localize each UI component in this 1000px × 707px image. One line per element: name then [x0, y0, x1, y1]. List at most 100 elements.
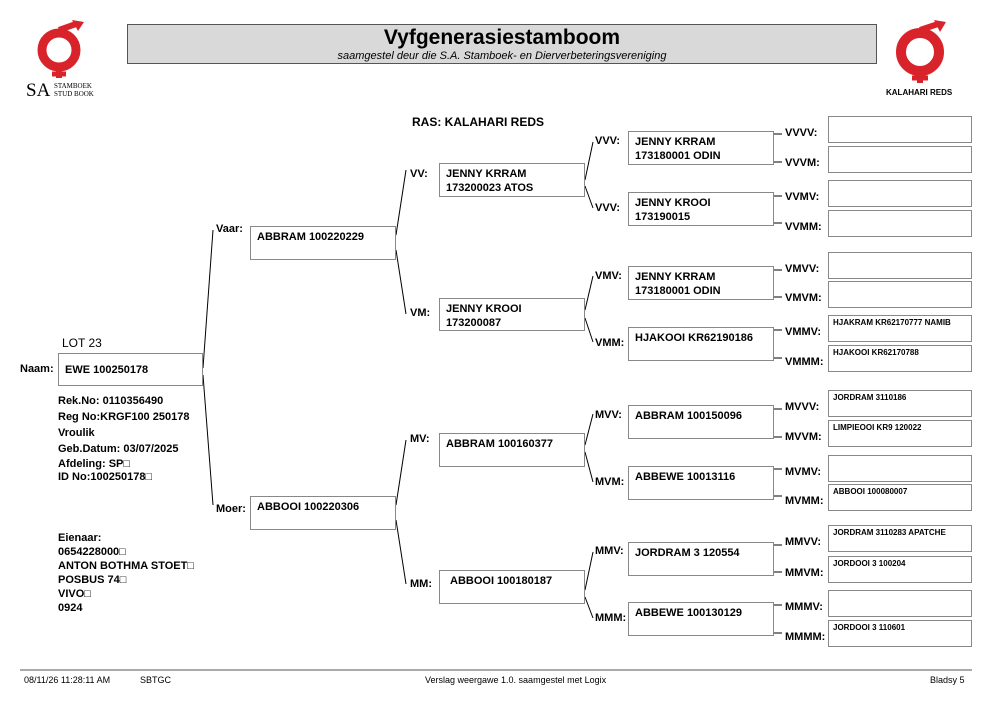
mvv-label: MVV:	[595, 409, 622, 421]
vaar-label: Vaar:	[216, 223, 243, 235]
mvm-box: ABBEWE 10013116	[628, 466, 774, 500]
vmm-label: VMM:	[595, 337, 625, 349]
title-banner: Vyfgenerasiestamboom saamgestel deur die…	[127, 24, 877, 64]
vvv-line1: JENNY KRRAM	[635, 136, 716, 148]
gen4-box	[828, 146, 972, 173]
gen4-label: VVMM:	[785, 221, 822, 233]
vvv-label: VVV:	[595, 135, 621, 147]
reg-no: Reg No:KRGF100 250178	[58, 411, 190, 423]
gen4-label: MMMM:	[785, 631, 826, 643]
gen4-label: MMVV:	[785, 536, 822, 548]
mvv-line1: ABBRAM 100150096	[635, 410, 742, 422]
gen4-label: MVVM:	[785, 431, 822, 443]
breed-label: RAS: KALAHARI REDS	[412, 115, 544, 129]
gen4-label: VVVM:	[785, 157, 820, 169]
vv-line2: 173200023 ATOS	[446, 182, 534, 194]
gen4-box	[828, 180, 972, 207]
animal-details: Rek.No: 0110356490 Reg No:KRGF100 250178…	[58, 393, 189, 484]
vmm-line1: HJAKOOI KR62190186	[635, 332, 754, 344]
sire-name: ABBRAM 100220229	[257, 231, 364, 243]
owner-postcode: 0924	[58, 602, 83, 614]
gen4-box	[828, 252, 972, 279]
gen4-name: JORDOOI 3 100204	[833, 559, 906, 568]
vvm-line2: 173190015	[635, 211, 691, 223]
vmv-box: JENNY KRRAM 173180001 ODIN	[628, 266, 774, 300]
footer-code: SBTGC	[140, 675, 172, 685]
gen4-label: VVMV:	[785, 191, 820, 203]
section: Afdeling: SP□	[58, 458, 131, 470]
logo-studbook-text: STUD BOOK	[54, 90, 94, 98]
gender-symbol-icon	[37, 20, 84, 78]
gen4-label: VMMV:	[785, 326, 822, 338]
gen4-box	[828, 281, 972, 308]
gen4-box: JORDRAM 3110283 APATCHE	[828, 525, 972, 552]
logo-sa-text: SA	[26, 80, 51, 101]
gen4-box: ABBOOI 100080007	[828, 484, 972, 511]
mmm-line1: ABBEWE 100130129	[635, 607, 743, 619]
birth-date: Geb.Datum: 03/07/2025	[58, 443, 179, 455]
gen4-box: HJAKOOI KR62170788	[828, 345, 972, 372]
logo-kalahari-text: KALAHARI REDS	[886, 88, 953, 97]
moer-label: Moer:	[216, 503, 246, 515]
dam-box: ABBOOI 100220306	[250, 496, 396, 530]
mmm-box: ABBEWE 100130129	[628, 602, 774, 636]
gen4-label: MVVV:	[785, 401, 820, 413]
mm-line1: ABBOOI 100180187	[450, 575, 553, 587]
mvv-box: ABBRAM 100150096	[628, 405, 774, 439]
gen4-name: LIMPIEOOI KR9 120022	[833, 423, 922, 432]
vmv-line2: 173180001 ODIN	[635, 285, 721, 297]
owner-label: Eienaar:	[58, 532, 102, 544]
vm-line1: JENNY KROOI	[446, 303, 522, 315]
mv-line1: ABBRAM 100160377	[446, 438, 553, 450]
gen4-name: HJAKRAM KR62170777 NAMIB	[833, 318, 951, 327]
mm-label: MM:	[410, 578, 432, 590]
owner-details: Eienaar: 0654228000□ ANTON BOTHMA STOET□…	[58, 531, 194, 615]
vv-box: JENNY KRRAM 173200023 ATOS	[439, 163, 585, 197]
vv-label: VV:	[410, 168, 428, 180]
mmv-label: MMV:	[595, 545, 624, 557]
animal-name: EWE 100250178	[65, 364, 149, 376]
gen4-label: MMMV:	[785, 601, 823, 613]
mm-box: ABBOOI 100180187	[439, 570, 585, 604]
gen4-box	[828, 116, 972, 143]
gen4-label: MMVM:	[785, 567, 824, 579]
mv-box: ABBRAM 100160377	[439, 433, 585, 467]
gen4-name: JORDRAM 3110283 APATCHE	[833, 528, 946, 537]
lot-number: LOT 23	[62, 336, 102, 350]
name-label: Naam:	[20, 363, 54, 375]
owner-address: POSBUS 74□	[58, 574, 127, 586]
sa-stud-book-logo: SA STAMBOEK STUD BOOK	[24, 20, 108, 102]
gen4-label: MVMV:	[785, 466, 822, 478]
footer-version: Verslag weergawe 1.0. saamgestel met Log…	[425, 675, 607, 685]
dam-name: ABBOOI 100220306	[257, 501, 360, 513]
gen4-box: JORDOOI 3 100204	[828, 556, 972, 583]
page-subtitle: saamgestel deur die S.A. Stamboek- en Di…	[337, 50, 667, 62]
vvv-box: JENNY KRRAM 173180001 ODIN	[628, 131, 774, 165]
gen4-box	[828, 590, 972, 617]
logo-stamboek-text: STAMBOEK	[54, 82, 92, 90]
gen4-name: ABBOOI 100080007	[833, 487, 908, 496]
id-no: ID No:100250178□	[58, 471, 153, 483]
gen4-box: LIMPIEOOI KR9 120022	[828, 420, 972, 447]
vv-line1: JENNY KRRAM	[446, 168, 527, 180]
gen4-name: JORDRAM 3110186	[833, 393, 907, 402]
footer-page-number: Bladsy 5	[930, 675, 965, 685]
vmv-line1: JENNY KRRAM	[635, 271, 716, 283]
mvm-line1: ABBEWE 10013116	[635, 471, 736, 483]
rek-no: Rek.No: 0110356490	[58, 395, 164, 407]
vm-box: JENNY KROOI 173200087	[439, 298, 585, 331]
vmm-box: HJAKOOI KR62190186	[628, 327, 774, 361]
animal-name-box: EWE 100250178	[58, 353, 203, 386]
gen4-label: VMVV:	[785, 263, 820, 275]
gen4-box	[828, 210, 972, 237]
gen4-box: JORDOOI 3 110601	[828, 620, 972, 647]
mmm-label: MMM:	[595, 612, 627, 624]
vm-label: VM:	[410, 307, 431, 319]
gen4-name: HJAKOOI KR62170788	[833, 348, 919, 357]
mvm-label: MVM:	[595, 476, 625, 488]
owner-name: ANTON BOTHMA STOET□	[58, 560, 194, 572]
mmv-line1: JORDRAM 3 120554	[635, 547, 740, 559]
vvm-box: JENNY KROOI 173190015	[628, 192, 774, 226]
kalahari-reds-logo: KALAHARI REDS	[884, 20, 962, 100]
